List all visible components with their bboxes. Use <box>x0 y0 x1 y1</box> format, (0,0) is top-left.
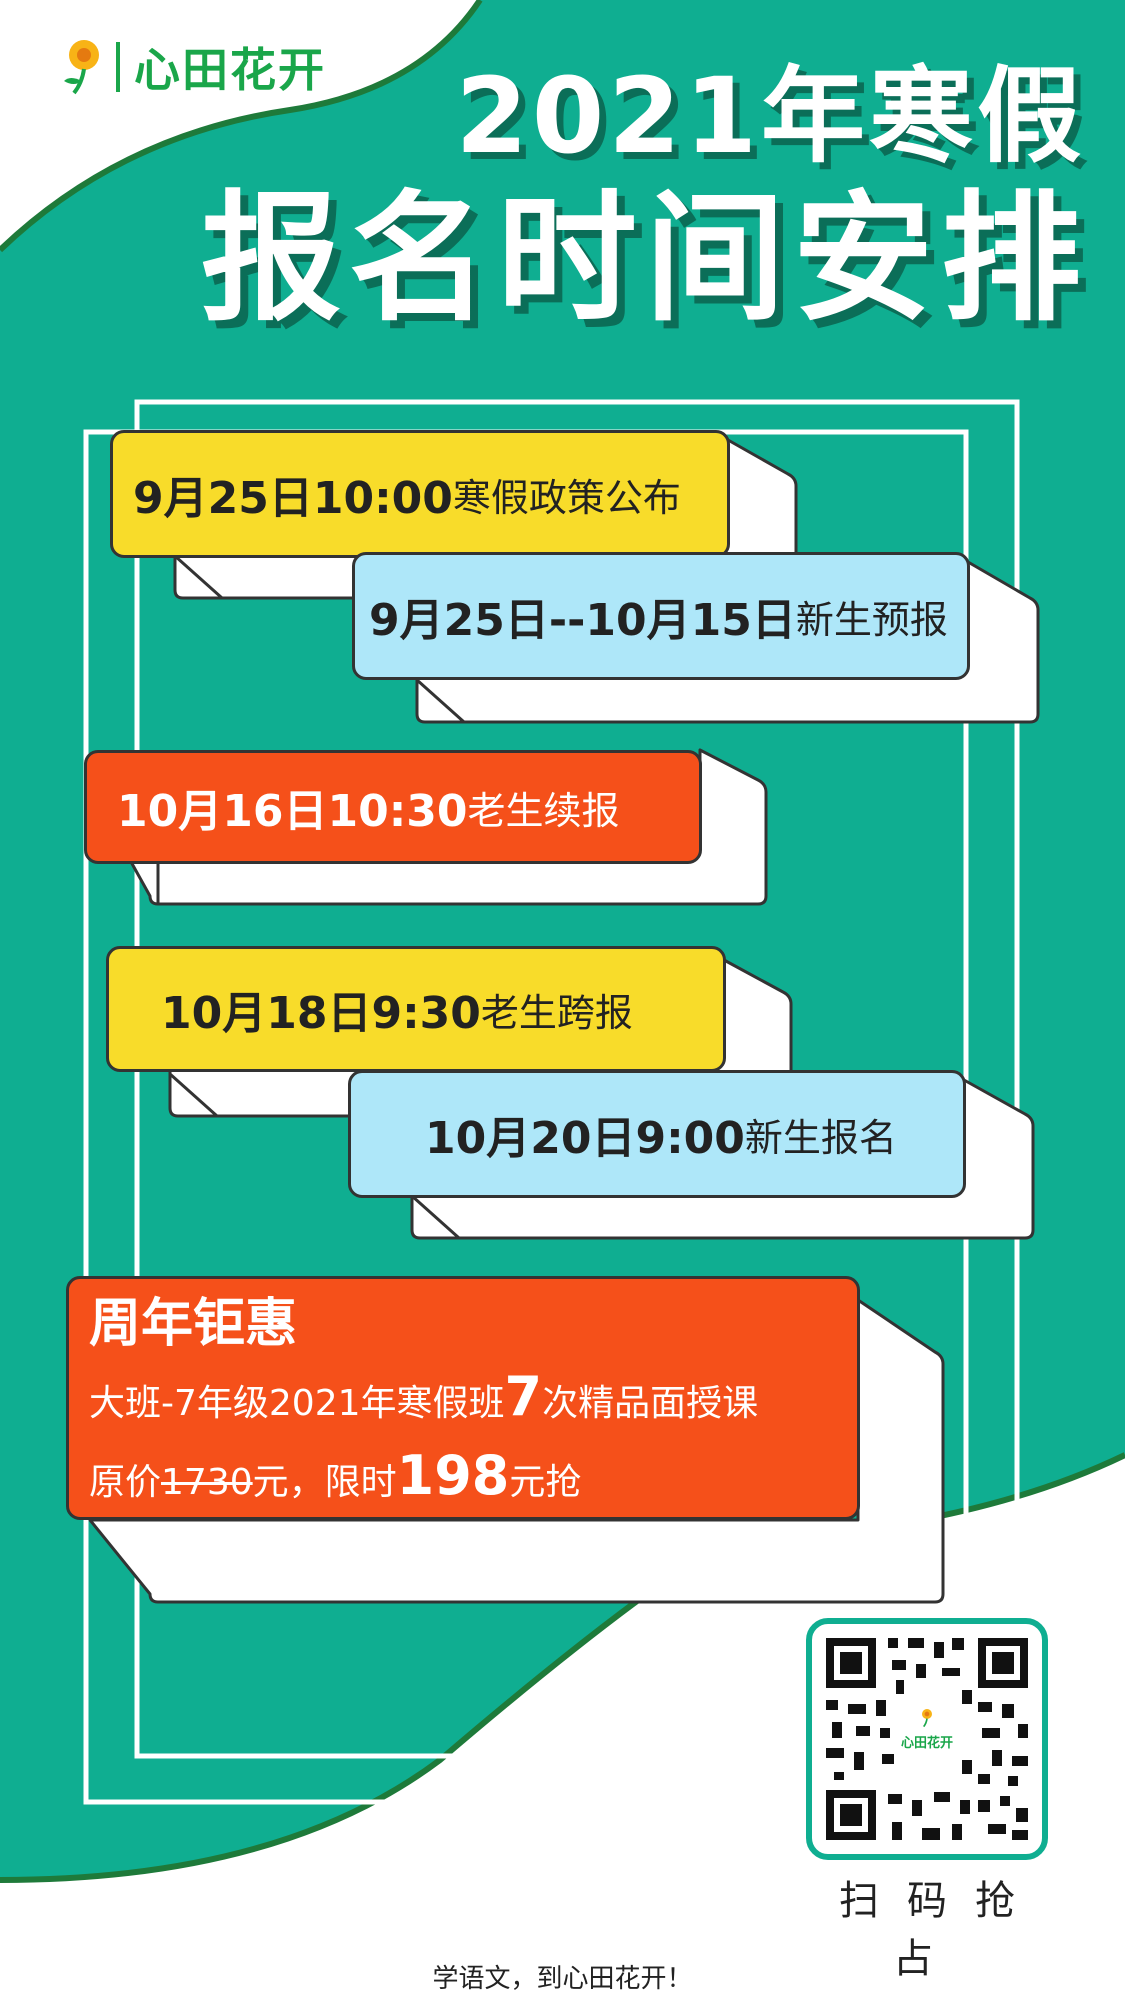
brand-logo: 心田花开 <box>60 34 326 100</box>
promo-price-mid: 元，限时 <box>252 1462 397 1504</box>
logo-divider <box>116 42 120 92</box>
schedule-event: 新生预报 <box>795 597 948 642</box>
title-line-2: 报名时间安排 <box>200 178 1089 341</box>
promo-card: 周年钜惠 大班-7年级2021年寒假班7次精品面授课 原价1730元，限时198… <box>66 1276 860 1520</box>
schedule-event: 寒假政策公布 <box>452 475 681 520</box>
schedule-card-2: 9月25日--10月15日新生预报 <box>352 552 970 680</box>
schedule-event: 老生跨报 <box>480 990 633 1035</box>
promo-original-price: 1730 <box>161 1462 253 1504</box>
scan-caption: 扫码抢占 <box>839 1878 1043 1982</box>
qr-code[interactable]: 心田花开 <box>806 1618 1048 1860</box>
qr-center-logo: 心田花开 <box>894 1708 960 1751</box>
schedule-date: 9月25日--10月15日 <box>369 595 796 646</box>
schedule-event: 老生续报 <box>467 788 620 833</box>
schedule-date: 10月16日10:30 <box>117 786 468 837</box>
promo-heading: 周年钜惠 <box>89 1294 298 1354</box>
brand-name: 心田花开 <box>134 43 326 97</box>
promo-price-prefix: 原价 <box>89 1462 162 1504</box>
flower-icon <box>64 40 99 95</box>
schedule-date: 10月20日9:00 <box>425 1113 745 1164</box>
promo-sale-price: 198 <box>396 1444 510 1508</box>
qr-pattern <box>826 1638 1028 1840</box>
promo-price-suffix: 元抢 <box>509 1462 582 1504</box>
footer-slogan: 学语文，到心田花开！ <box>432 1964 693 1994</box>
qr-center-label: 心田花开 <box>900 1736 953 1751</box>
title-line-1: 2021年寒假 <box>455 55 1085 177</box>
promo-price-line: 原价1730元，限时198元抢 <box>89 1438 837 1514</box>
schedule-event: 新生报名 <box>744 1115 897 1160</box>
promo-lesson-count: 7 <box>504 1364 543 1428</box>
schedule-date: 10月18日9:30 <box>161 988 481 1039</box>
schedule-date: 9月25日10:00 <box>133 473 453 524</box>
promo-course-suffix: 次精品面授课 <box>542 1382 759 1424</box>
promo-course-text: 大班-7年级2021年寒假班 <box>89 1382 505 1424</box>
promo-course-line: 大班-7年级2021年寒假班7次精品面授课 <box>89 1355 837 1439</box>
flower-icon <box>922 1709 932 1728</box>
